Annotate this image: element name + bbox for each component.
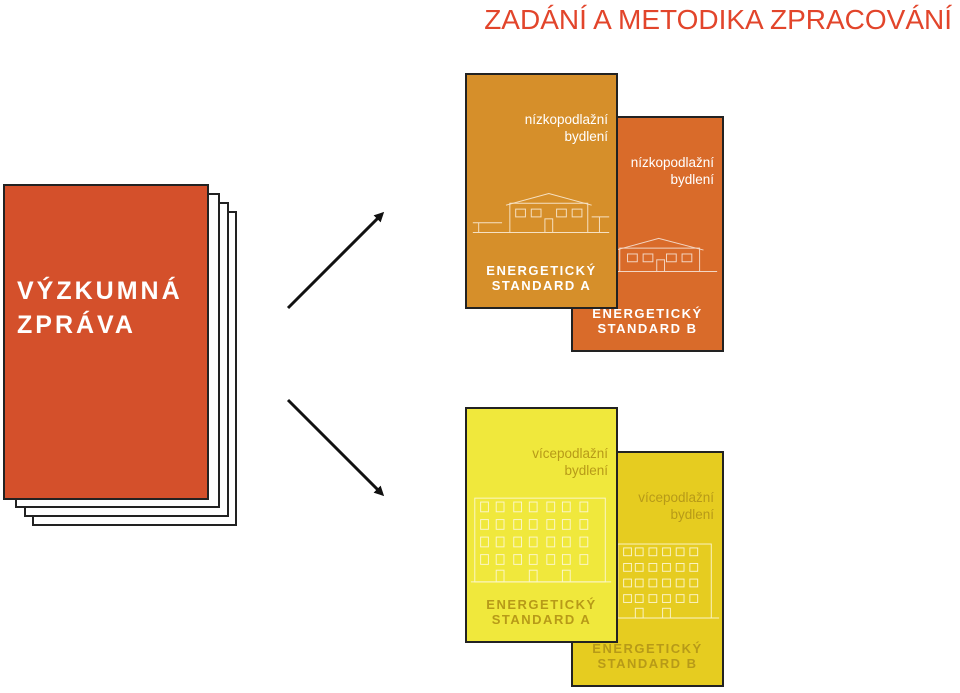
card-subtitle-line-1: vícepodlažní — [638, 490, 714, 505]
card-standard-line-1: ENERGETICKÝ — [592, 641, 703, 656]
house-elevation-icon — [472, 193, 610, 233]
arrow-up — [286, 211, 385, 310]
card-standard-line-2: STANDARD B — [597, 656, 698, 671]
card-subtitle-line-1: nízkopodlažní — [524, 112, 608, 127]
card-subtitle: nízkopodlažní bydlení — [631, 154, 714, 188]
research-report-cover: VÝZKUMNÁ ZPRÁVA — [3, 184, 209, 500]
card-standard-line-2: STANDARD B — [597, 321, 698, 336]
card-standard-line-2: STANDARD A — [491, 612, 592, 627]
apartment-block-elevation-icon — [470, 497, 612, 583]
card-subtitle-line-2: bydlení — [670, 172, 714, 187]
card-subtitle: nízkopodlažní bydlení — [525, 111, 608, 145]
card-subtitle-line-2: bydlení — [564, 129, 608, 144]
card-standard-label: ENERGETICKÝ STANDARD A — [467, 263, 616, 293]
report-title-line-1: VÝZKUMNÁ — [17, 277, 183, 305]
card-standard-label: ENERGETICKÝ STANDARD B — [573, 306, 722, 336]
card-standard-label: ENERGETICKÝ STANDARD B — [573, 641, 722, 671]
card-subtitle: vícepodlažní bydlení — [532, 445, 608, 479]
arrow-down — [286, 398, 385, 497]
report-title: VÝZKUMNÁ ZPRÁVA — [17, 274, 183, 342]
card-standard-line-1: ENERGETICKÝ — [592, 306, 703, 321]
card-subtitle-line-2: bydlení — [564, 463, 608, 478]
page-title: ZADÁNÍ A METODIKA ZPRACOVÁNÍ — [484, 4, 952, 35]
card-subtitle: vícepodlažní bydlení — [638, 489, 714, 523]
report-title-line-2: ZPRÁVA — [17, 311, 136, 339]
card-subtitle-line-2: bydlení — [670, 507, 714, 522]
card-subtitle-line-1: vícepodlažní — [532, 446, 608, 461]
card-low-rise-standard-a: nízkopodlažní bydlení ENERGETICKÝ STANDA… — [465, 73, 618, 309]
card-subtitle-line-1: nízkopodlažní — [630, 155, 714, 170]
card-standard-line-2: STANDARD A — [491, 278, 592, 293]
card-multi-storey-standard-a: vícepodlažní bydlení ENERGETICKÝ STANDAR… — [465, 407, 618, 643]
card-standard-line-1: ENERGETICKÝ — [486, 597, 597, 612]
card-standard-label: ENERGETICKÝ STANDARD A — [467, 597, 616, 627]
card-standard-line-1: ENERGETICKÝ — [486, 263, 597, 278]
